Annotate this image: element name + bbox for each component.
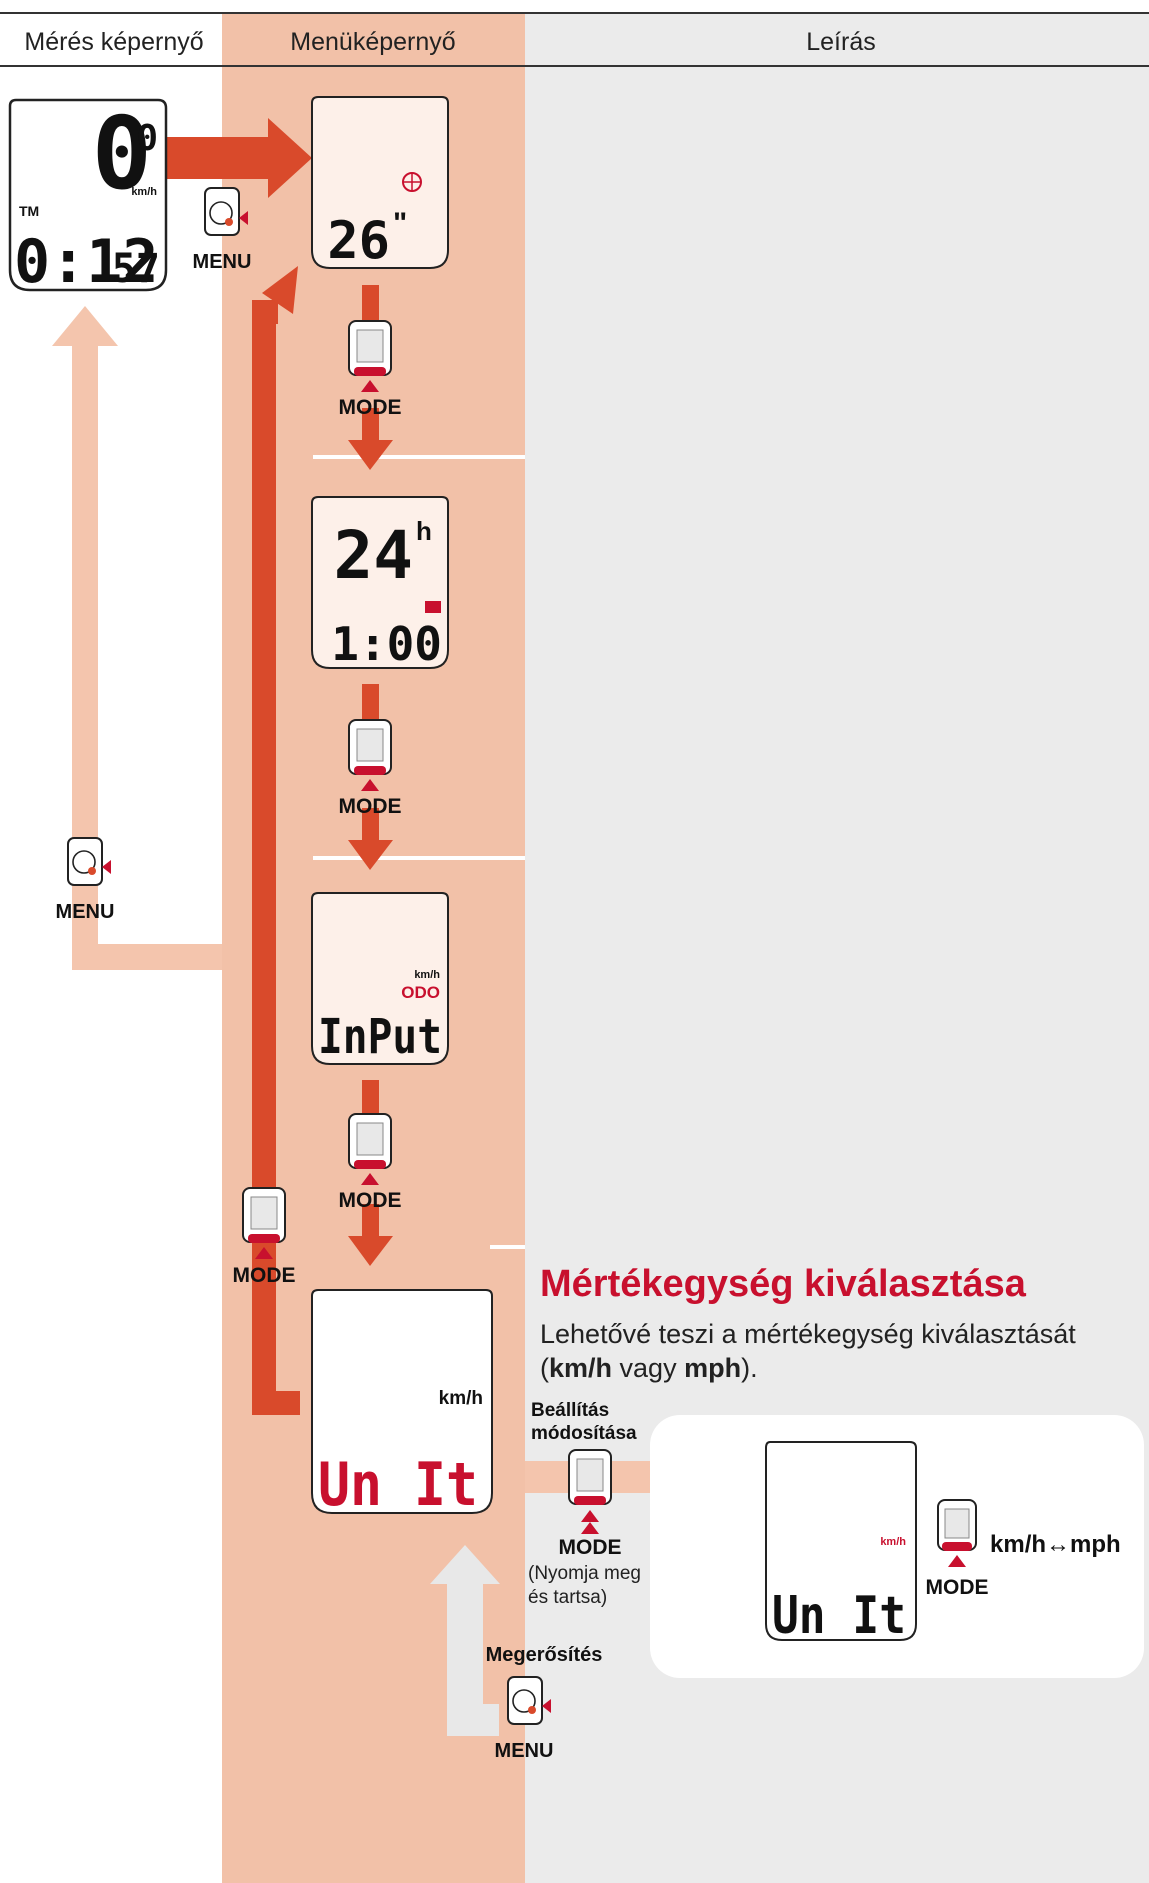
measurement-to-menu-arrow [165, 118, 312, 198]
mode-button-label: MODE [559, 1536, 622, 1559]
hold-instruction-2: és tartsa) [528, 1587, 607, 1608]
toggle-screen-unit: km/h [880, 1536, 906, 1548]
mode-button-icon[interactable] [348, 719, 392, 791]
odo-input-screen: km/h ODO InPut [311, 892, 449, 1065]
speed-small-digit: 0 [136, 118, 158, 159]
wheel-value: 26 [327, 211, 390, 271]
clock-mode-value: 24 [334, 517, 413, 594]
mode-button-label: MODE [339, 1189, 402, 1212]
menu-button-label: MENU [495, 1740, 554, 1762]
odo-unit: km/h [414, 969, 440, 981]
clock-time: 1:00 [331, 617, 442, 671]
clock-mode-unit: h [416, 516, 432, 546]
mode-button-icon[interactable] [568, 1449, 612, 1534]
mode-button-icon[interactable] [348, 1113, 392, 1185]
mode-button-icon[interactable] [937, 1499, 977, 1567]
trip-time-seconds: 57 [112, 246, 160, 292]
unit-toggle-screen: km/h Un It [765, 1441, 917, 1646]
menu-button-icon[interactable] [204, 187, 248, 236]
change-setting-label-2: módosítása [531, 1423, 637, 1444]
description-title: Mértékegység kiválasztása [540, 1263, 1027, 1305]
down-arrow-3 [348, 1080, 393, 1266]
speed-value: 0 [92, 95, 152, 212]
unit-screen: km/h Un It [311, 1289, 493, 1520]
odo-value: InPut [318, 1009, 442, 1065]
tm-label: TM [19, 203, 39, 219]
confirm-label: Megerősítés [486, 1644, 603, 1666]
menu-button-label: MENU [56, 901, 115, 923]
trip-time: 0:12 [14, 227, 159, 297]
header-description: Leírás [806, 28, 875, 56]
unit-screen-value: Un It [318, 1450, 478, 1520]
mode-button-icon[interactable] [242, 1187, 286, 1259]
toggle-screen-value: Un It [772, 1586, 906, 1646]
menu-button-icon[interactable] [507, 1676, 551, 1725]
mode-button-label: MODE [926, 1576, 989, 1599]
odo-label: ODO [401, 983, 440, 1002]
mode-button-icon[interactable] [348, 320, 392, 392]
mode-button-label: MODE [233, 1264, 296, 1287]
measurement-screen: 0 0 km/h TM 0:12 57 [8, 95, 168, 297]
speed-unit: km/h [131, 186, 157, 198]
mode-loop-arrow [252, 266, 300, 1415]
header-menu: Menüképernyő [290, 28, 455, 56]
clock-screen: 24 h 1:00 [311, 496, 449, 671]
header-measurement: Mérés képernyő [24, 28, 203, 56]
description-line-2: (km/h vagy mph). [540, 1353, 758, 1383]
down-arrow-2 [348, 684, 393, 870]
down-arrow-1 [348, 285, 393, 470]
wheel-size-screen: 26 " [311, 96, 449, 271]
change-setting-label-1: Beállítás [531, 1400, 609, 1421]
wheel-unit: " [393, 207, 407, 240]
mode-button-label: MODE [339, 396, 402, 419]
unit-screen-unit: km/h [439, 1388, 483, 1409]
hold-instruction-1: (Nyomja meg [528, 1563, 641, 1584]
clock-icon [425, 601, 441, 613]
confirm-arrow [430, 1545, 500, 1736]
menu-button-label: MENU [193, 251, 252, 273]
description-line-1: Lehetővé teszi a mértékegység kiválasztá… [540, 1319, 1076, 1349]
mode-button-label: MODE [339, 795, 402, 818]
toggle-text: km/h↔mph [990, 1531, 1121, 1558]
menu-button-icon[interactable] [67, 837, 111, 886]
